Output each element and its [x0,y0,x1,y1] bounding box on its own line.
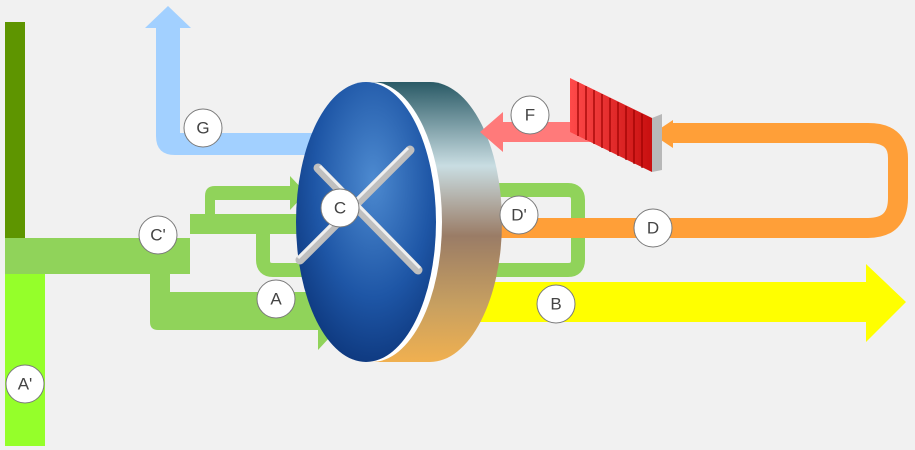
label-c-prime: C' [138,215,178,255]
label-d-prime-text: D' [511,206,527,225]
label-c: C [320,188,360,228]
d-prime-loop [256,183,585,277]
label-d-prime: D' [499,195,539,235]
label-f-text: F [525,106,535,125]
a-prime-duct [5,272,45,446]
label-c-prime-text: C' [150,226,166,245]
d-return-loop [498,120,908,238]
desiccant-wheel-icon [295,82,502,362]
label-a-prime: A' [5,364,45,404]
label-a: A [256,279,296,319]
label-b-text: B [550,295,561,314]
label-d-text: D [647,219,659,238]
heater-coil-icon [570,78,662,172]
label-f: F [510,95,550,135]
label-d: D [633,208,673,248]
g-outlet-duct [145,6,330,155]
label-b: B [536,284,576,324]
label-a-text: A [270,290,282,309]
outdoor-air-duct [5,22,25,240]
label-g: G [183,108,223,148]
label-c-text: C [334,199,346,218]
b-outlet-arrow [440,264,906,342]
label-a-prime-text: A' [18,375,33,394]
label-g-text: G [196,119,209,138]
